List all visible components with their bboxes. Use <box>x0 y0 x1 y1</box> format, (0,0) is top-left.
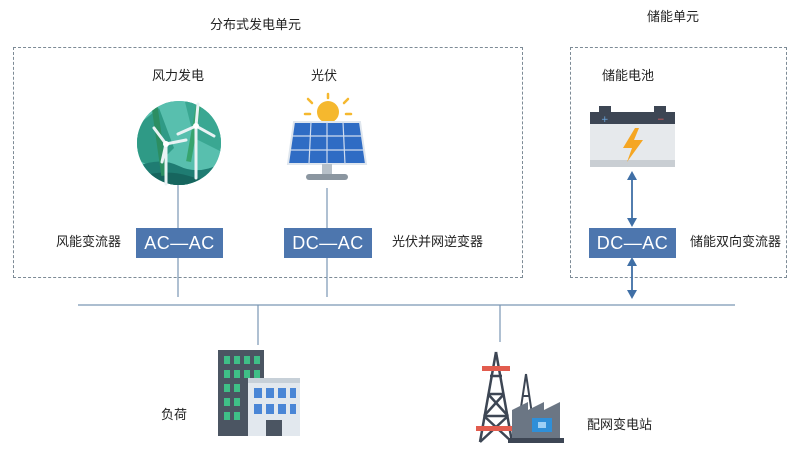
battery-icon: + − <box>590 106 675 167</box>
substation-label: 配网变电站 <box>587 418 653 433</box>
building-icon <box>218 350 300 436</box>
storage-unit-title: 储能单元 <box>647 10 700 25</box>
distributed-unit-title: 分布式发电单元 <box>210 18 302 33</box>
storage-converter: DC—AC <box>589 228 676 258</box>
solar-panel-icon <box>286 92 368 180</box>
load-label: 负荷 <box>161 408 188 423</box>
battery-arrow-bottom <box>627 257 637 299</box>
battery-arrow-top <box>627 171 637 227</box>
wind-converter: AC—AC <box>136 228 223 258</box>
solar-label: 光伏 <box>311 69 338 84</box>
wind-label: 风力发电 <box>152 69 205 84</box>
solar-converter: DC—AC <box>284 228 372 258</box>
wind-converter-label: 风能变流器 <box>56 235 122 250</box>
distributed-unit-box <box>13 47 523 278</box>
substation-icon <box>476 351 564 443</box>
svg-text:−: − <box>657 115 665 125</box>
wind-turbine-icon <box>137 101 221 186</box>
solar-converter-label: 光伏并网逆变器 <box>392 235 484 250</box>
svg-text:+: + <box>601 115 609 125</box>
storage-converter-label: 储能双向变流器 <box>690 235 782 250</box>
battery-label: 储能电池 <box>602 69 655 84</box>
storage-unit-box <box>570 47 787 278</box>
